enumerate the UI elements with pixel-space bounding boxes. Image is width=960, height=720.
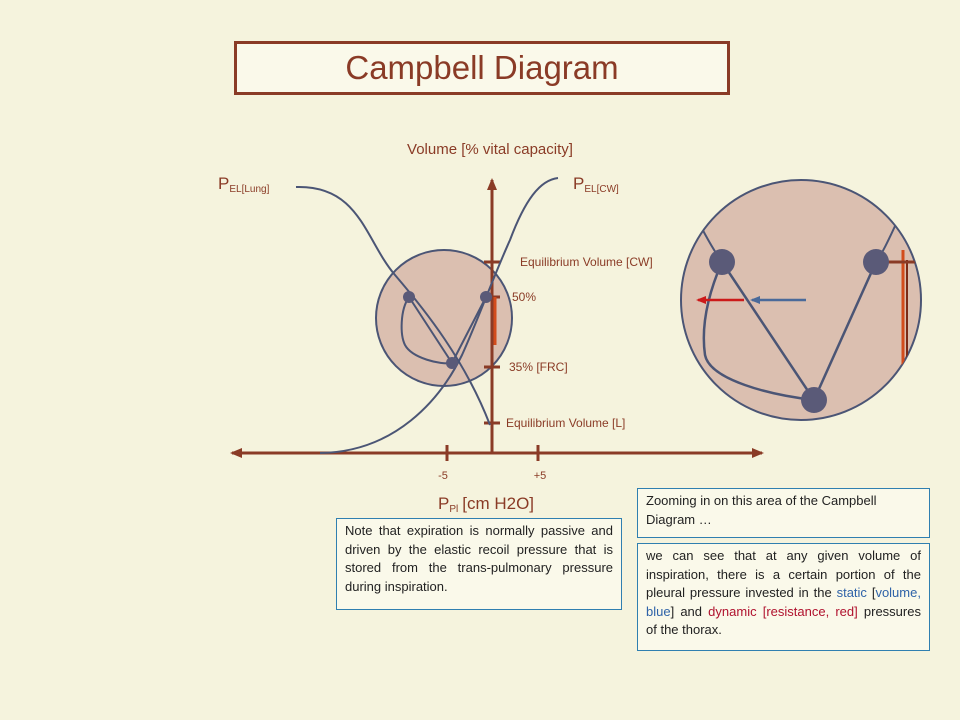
note-zoom: Zooming in on this area of the Campbell … <box>637 488 930 538</box>
x-tick-label-plus5: +5 <box>534 470 547 482</box>
zoom-loop <box>702 261 815 402</box>
zoom-static-b <box>812 261 878 401</box>
zoom-static-a <box>720 261 816 401</box>
diagram-title: Campbell Diagram <box>345 49 619 86</box>
cw-curve-label: PEL[CW] <box>573 174 619 195</box>
note-expiration-text: Note that expiration is normally passive… <box>345 523 613 594</box>
x-axis-label: PPl[cm H2O] <box>438 494 534 515</box>
note-zoom-text: Zooming in on this area of the Campbell … <box>646 493 877 527</box>
x-tick-label-minus5: -5 <box>438 470 448 482</box>
lung-elastic-curve <box>295 185 491 426</box>
title-box: Campbell Diagram <box>234 41 730 95</box>
y-axis-label: Volume [% vital capacity] <box>407 141 573 158</box>
chest-wall-elastic-curve <box>319 177 559 454</box>
static-line-b <box>451 296 487 364</box>
label-eq-cw: Equilibrium Volume [CW] <box>520 255 653 269</box>
note3-resistance-red: [resistance, red] <box>762 603 858 619</box>
note3-end: pressures of the thorax. <box>646 603 921 638</box>
point-a <box>403 291 415 303</box>
breathing-loop <box>400 296 453 365</box>
note-pleural-pressure: we can see that at any given volume of i… <box>637 543 930 651</box>
note3-dynamic: dynamic <box>708 603 757 619</box>
label-50: 50% <box>512 290 536 304</box>
point-frc <box>446 357 458 369</box>
note3-part1: we can see that at any given volume of i… <box>646 548 921 600</box>
zoom-point-a <box>709 249 735 275</box>
static-line-a <box>408 296 453 364</box>
note3-mid: ] and <box>670 603 703 619</box>
zoom-point-frc <box>801 387 827 413</box>
note3-volume-blue: volume, blue <box>646 585 921 619</box>
note-expiration: Note that expiration is normally passive… <box>336 518 622 610</box>
label-eq-l: Equilibrium Volume [L] <box>506 416 625 430</box>
note3-static: static <box>836 585 867 600</box>
lung-curve-label: PEL[Lung] <box>218 174 270 195</box>
zoom-point-b <box>863 249 889 275</box>
point-b <box>480 291 492 303</box>
note3-open: [ <box>871 585 876 600</box>
label-frc: 35% [FRC] <box>509 360 568 374</box>
